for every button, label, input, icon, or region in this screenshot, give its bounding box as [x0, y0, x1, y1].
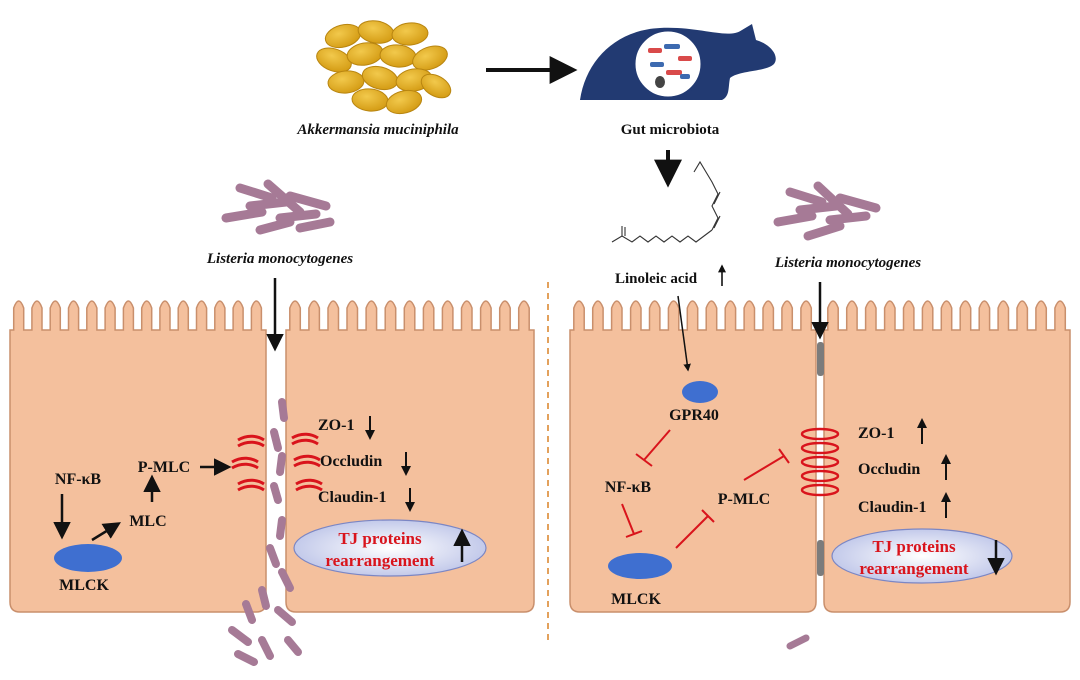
right-tj-line1: TJ proteins [872, 537, 956, 556]
mouse-icon [580, 24, 776, 100]
listeria-stray-icon [786, 634, 810, 650]
right-mlck-ellipse [608, 553, 672, 579]
listeria-cluster-icon [221, 179, 335, 235]
left-nfkb-label: NF-κB [55, 471, 102, 488]
junction-seal-bottom [817, 540, 824, 576]
right-tj-line2: rearrangement [859, 559, 969, 578]
left-occludin-label: Occludin [320, 453, 382, 470]
right-nfkb-label: NF-κB [605, 479, 652, 496]
left-tj-strands-icon [231, 432, 323, 492]
right-mlck-label: MLCK [611, 591, 661, 608]
left-tj-line2: rearrangement [325, 551, 435, 570]
right-claudin-label: Claudin-1 [858, 499, 926, 516]
right-tj-ellipse [831, 528, 1013, 584]
gut-microbiota-label: Gut microbiota [621, 122, 720, 138]
akkermansia-cluster-icon [316, 20, 452, 115]
gpr40-ellipse [682, 381, 718, 403]
left-mlck-label: MLCK [59, 577, 109, 594]
left-claudin-label: Claudin-1 [318, 489, 386, 506]
listeria-cluster-right-icon [773, 181, 881, 241]
linoleic-acid-label: Linoleic acid [615, 271, 698, 287]
right-tj-rings-icon [800, 427, 840, 497]
cell-right-a [569, 300, 817, 613]
left-tj-line1: TJ proteins [338, 529, 422, 548]
listeria-left-label: Listeria monocytogenes [206, 251, 353, 267]
right-occludin-label: Occludin [858, 461, 920, 478]
listeria-in-gap-icon [228, 398, 302, 666]
left-mlck-ellipse [54, 544, 122, 572]
mlck-inhibit-icon [675, 515, 709, 549]
nfkb-inhibit-icon [621, 503, 635, 535]
linoleic-to-gpr40-arrow-icon [677, 295, 691, 372]
listeria-right-label: Listeria monocytogenes [774, 255, 921, 271]
cell-left-a [9, 300, 267, 613]
right-zo1-label: ZO-1 [858, 425, 894, 442]
gpr40-label: GPR40 [669, 407, 719, 424]
left-mlck-arrow-icon [91, 522, 121, 542]
left-tj-ellipse [293, 519, 487, 577]
left-zo1-label: ZO-1 [318, 417, 354, 434]
left-mlc-label: MLC [129, 513, 166, 530]
right-pmlc-label: P-MLC [718, 491, 770, 508]
akkermansia-label: Akkermansia muciniphila [296, 122, 459, 138]
junction-seal-top [817, 342, 824, 376]
pmlc-inhibit-icon [743, 455, 785, 481]
left-pmlc-label: P-MLC [138, 459, 190, 476]
gpr40-inhibit-icon [643, 429, 671, 461]
linoleic-acid-structure-icon [611, 160, 721, 243]
